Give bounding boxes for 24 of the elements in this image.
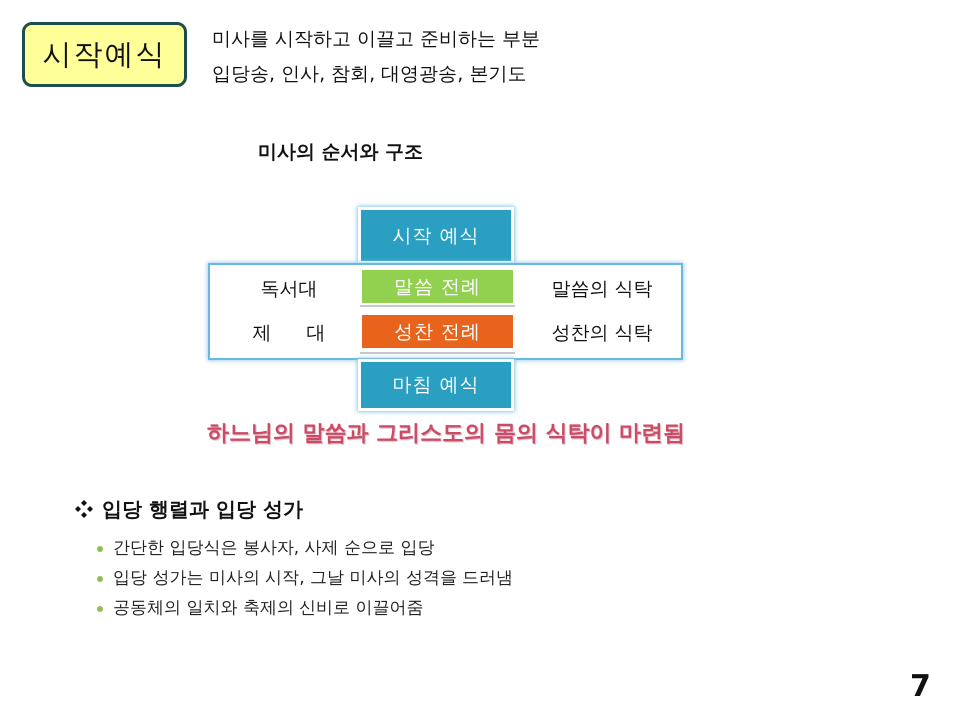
place-label: 제 대: [252, 321, 326, 346]
section-heading: 입당 행렬과 입당 성가: [102, 496, 303, 523]
liturgy-label: 말씀 전례: [394, 274, 482, 300]
stage-box: [358, 207, 514, 264]
stage-label: 마침 예식: [392, 373, 480, 398]
bullet-text: 입당 성가는 미사의 시작, 그날 미사의 성격을 드러냄: [113, 567, 514, 590]
caption: 하느님의 말씀과 그리스도의 몸의 식탁이 마련됨: [206, 420, 686, 448]
bullet-text: 간단한 입당식은 봉사자, 사제 순으로 입당: [113, 537, 434, 560]
description-text: 입당송, 인사, 참회, 대영광송, 본기도: [212, 62, 526, 87]
bullet-text: 공동체의 일치와 축제의 신비로 이끌어줌: [113, 597, 424, 620]
liturgy-label: 성찬 전례: [394, 320, 482, 344]
stage-label: 시작 예식: [392, 224, 480, 248]
table-label: 성찬의 식탁: [550, 321, 654, 346]
place-label: 독서대: [260, 277, 318, 302]
description-text: 미사를 시작하고 이끌고 준비하는 부분: [212, 27, 540, 52]
liturgy-panel: [208, 263, 683, 360]
table-label: 말씀의 식탁: [550, 277, 654, 302]
section-title: 시작예식: [42, 36, 166, 72]
liturgy-box: [362, 315, 513, 348]
stage-box: [358, 359, 514, 411]
liturgy-box: [362, 270, 513, 303]
page-number: 7: [910, 668, 931, 696]
diagram-title: 미사의 순서와 구조: [258, 140, 424, 165]
section-box: [22, 22, 187, 87]
